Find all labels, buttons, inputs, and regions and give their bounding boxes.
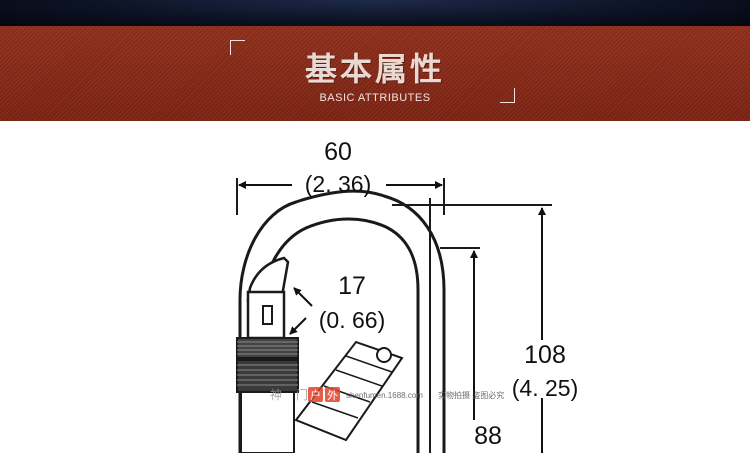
sleeve-knurl-lines [237, 341, 298, 386]
section-subtitle: BASIC ATTRIBUTES [319, 92, 431, 104]
gate-dimension-arrow-lower [289, 317, 307, 335]
gate-nose [246, 256, 290, 302]
watermark-brand-a: 神 [270, 388, 282, 402]
watermark: 神 门 户 外 shenfumen.1688.com 实物拍摄 盗图必究 [270, 387, 504, 402]
latch-slot [262, 305, 273, 325]
width-mm-label: 60 [324, 138, 352, 166]
section-header-banner [0, 26, 750, 121]
carabiner-outer-contour [238, 189, 446, 453]
watermark-tag-b-box [325, 387, 340, 402]
gate-mm-label: 17 [338, 272, 366, 300]
gate-rivet [376, 347, 392, 363]
watermark-tag-a: 户 [310, 388, 321, 402]
width-inch-label: (2. 36) [305, 171, 371, 197]
gate-inch-label: (0. 66) [319, 307, 385, 333]
gate-dimension-arrow-upper [293, 287, 313, 307]
section-title: 基本属性 [304, 50, 445, 88]
banner-corner-bracket-top-left [230, 40, 245, 55]
watermark-tag-b: 外 [327, 389, 338, 402]
inner-mm-label: 88 [474, 422, 502, 450]
watermark-slogan: 实物拍摄 盗图必究 [438, 390, 504, 400]
top-dark-bar [0, 0, 750, 26]
banner-corner-bracket-bottom-right [500, 88, 515, 103]
height-inch-label: (4. 25) [512, 375, 578, 401]
gate-lower-shaft [240, 391, 295, 453]
height-mm-label: 108 [524, 341, 566, 369]
watermark-tag-a-box [308, 387, 323, 402]
screw-sleeve-upper [236, 337, 299, 359]
watermark-url: shenfumen.1688.com [346, 391, 423, 400]
watermark-brand-b: 门 [296, 387, 308, 402]
